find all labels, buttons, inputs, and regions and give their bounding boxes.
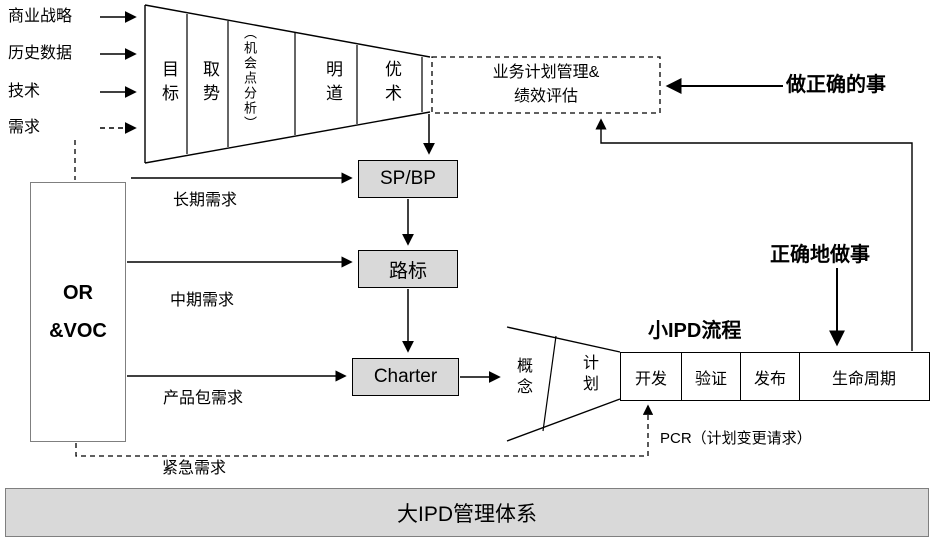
plan-label: 计划 <box>580 354 597 396</box>
spbp-box: SP/BP <box>358 160 458 198</box>
funnel-stage-technique: 优术 <box>382 60 401 108</box>
callout-do-right-things: 做正确的事 <box>786 74 886 96</box>
charter-label: Charter <box>373 366 438 387</box>
proc-box-release: 发布 <box>740 352 800 401</box>
roadmap-label: 路标 <box>388 260 427 282</box>
demand-label-long-term: 长期需求 <box>173 192 238 209</box>
proc-label-verification: 验证 <box>694 370 727 388</box>
funnel-stage-path: 明道 <box>323 60 342 108</box>
funnel-bottom-edge <box>144 111 431 164</box>
callout-do-things-right: 正确地做事 <box>770 244 870 266</box>
proc-label-release: 发布 <box>753 370 786 388</box>
plan-mgmt-line2: 绩效评估 <box>513 88 578 105</box>
proc-box-development: 开发 <box>620 352 682 401</box>
input-label-historical-data: 历史数据 <box>8 45 73 62</box>
plan-mgmt-line1: 业务计划管理& <box>492 64 600 81</box>
funnel-top-edge <box>144 4 431 58</box>
path-urgent-demand-pcr <box>75 404 654 457</box>
concept-label: 概念 <box>514 357 531 399</box>
proc-box-lifecycle: 生命周期 <box>798 352 930 401</box>
input-label-demand: 需求 <box>8 119 41 136</box>
bottom-banner: 大IPD管理体系 <box>5 488 929 537</box>
plan-mgmt-box: 业务计划管理& 绩效评估 <box>432 57 660 113</box>
bottom-banner-title: 大IPD管理体系 <box>396 502 537 526</box>
input-label-technology: 技术 <box>8 83 41 100</box>
proc-box-verification: 验证 <box>680 352 742 401</box>
proc-label-lifecycle: 生命周期 <box>831 370 896 388</box>
roadmap-box: 路标 <box>358 250 458 288</box>
input-label-business-strategy: 商业战略 <box>8 8 73 25</box>
funnel-stage-objective: 目标 <box>159 60 178 108</box>
small-ipd-title: 小IPD流程 <box>648 320 742 342</box>
demand-label-mid-term: 中期需求 <box>170 292 235 309</box>
proc-label-development: 开发 <box>634 370 667 388</box>
or-voc-line1: OR <box>63 282 93 304</box>
spbp-label: SP/BP <box>380 168 436 189</box>
demand-label-urgent: 紧急需求 <box>162 460 227 477</box>
small-funnel-top-edge <box>506 326 621 353</box>
demand-label-product-package: 产品包需求 <box>163 390 244 407</box>
funnel-stage-momentum: 取势 <box>200 60 219 108</box>
small-funnel-separator <box>542 335 557 432</box>
pcr-label: PCR（计划变更请求） <box>660 430 812 447</box>
or-voc-box: OR &VOC <box>30 182 126 442</box>
charter-box: Charter <box>352 358 459 396</box>
or-voc-line2: &VOC <box>49 320 107 342</box>
small-funnel-bottom-edge <box>506 398 621 442</box>
funnel-stage-opportunity-analysis: （机会点分析） <box>242 26 257 131</box>
